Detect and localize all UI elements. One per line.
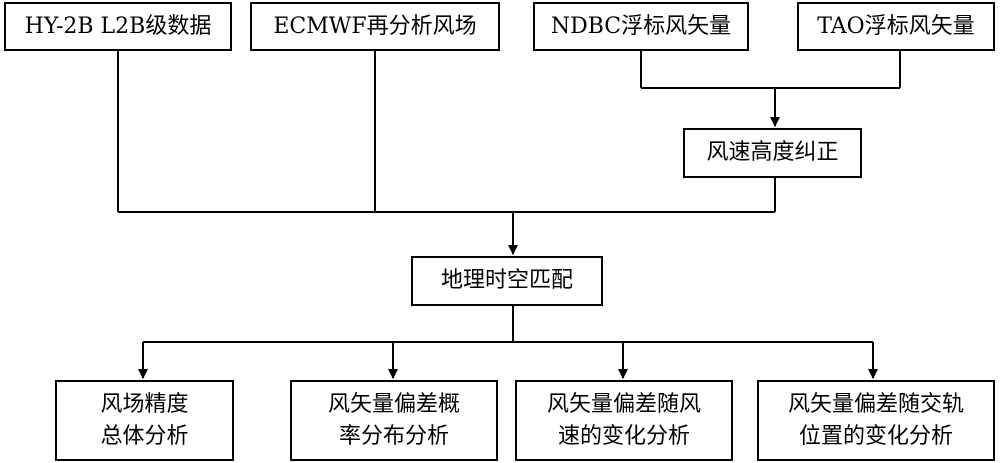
spatiotemporal-matching-label: 地理时空匹配 — [440, 268, 573, 294]
analysis-distribution-line2: 率分布分析 — [338, 423, 449, 449]
source-ecmwf-box: ECMWF再分析风场 — [250, 2, 500, 51]
analysis-overall-line2: 总体分析 — [100, 423, 189, 449]
source-ndbc-box: NDBC浮标风矢量 — [533, 2, 749, 51]
analysis-cross-track-line1: 风矢量偏差随交轨 — [787, 391, 964, 417]
source-hy2b-box: HY-2B L2B级数据 — [4, 2, 232, 51]
analysis-cross-track-line2: 位置的变化分析 — [798, 423, 953, 449]
source-tao-label: TAO浮标风矢量 — [817, 13, 975, 39]
source-ecmwf-label: ECMWF再分析风场 — [273, 13, 477, 39]
analysis-distribution-box: 风矢量偏差概 率分布分析 — [290, 380, 498, 461]
height-correction-box: 风速高度纠正 — [683, 128, 862, 178]
source-hy2b-label: HY-2B L2B级数据 — [24, 13, 212, 39]
source-ndbc-label: NDBC浮标风矢量 — [550, 13, 732, 39]
analysis-overall-box: 风场精度 总体分析 — [55, 380, 234, 461]
analysis-wind-speed-line1: 风矢量偏差随风 — [546, 391, 701, 417]
analysis-distribution-line1: 风矢量偏差概 — [327, 391, 460, 417]
analysis-cross-track-box: 风矢量偏差随交轨 位置的变化分析 — [757, 380, 995, 461]
analysis-wind-speed-line2: 速的变化分析 — [557, 423, 690, 449]
height-correction-label: 风速高度纠正 — [706, 140, 839, 166]
spatiotemporal-matching-box: 地理时空匹配 — [411, 256, 603, 306]
analysis-overall-line1: 风场精度 — [100, 391, 189, 417]
source-tao-box: TAO浮标风矢量 — [797, 2, 995, 51]
analysis-wind-speed-box: 风矢量偏差随风 速的变化分析 — [515, 380, 733, 461]
